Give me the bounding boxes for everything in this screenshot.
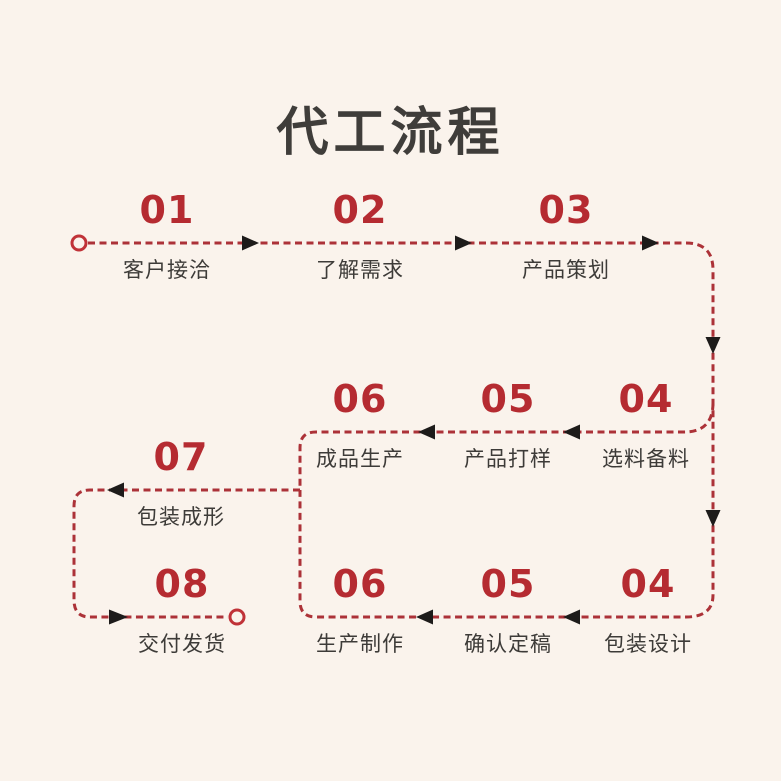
step-number: 05: [480, 377, 536, 421]
arrow-left-icon: [416, 609, 433, 625]
arrow-left-icon: [563, 424, 580, 440]
step-label: 了解需求: [316, 258, 404, 282]
page-title: 代工流程: [276, 103, 505, 163]
step-number: 01: [139, 188, 195, 232]
connector-finish-path: [72, 488, 300, 619]
step-number: 04: [620, 562, 676, 606]
step-number: 03: [538, 188, 594, 232]
step-label: 包装设计: [604, 632, 692, 656]
step-label: 包装成形: [137, 505, 225, 529]
step-number: 06: [332, 377, 388, 421]
step-number: 04: [618, 377, 674, 421]
step-number: 06: [332, 562, 388, 606]
arrow-down-icon: [705, 337, 721, 354]
step-label: 产品打样: [464, 447, 552, 471]
step-number: 07: [153, 435, 209, 479]
arrow-right-icon: [242, 235, 259, 251]
step-label: 成品生产: [316, 447, 404, 471]
step-label: 选料备料: [602, 447, 690, 471]
arrow-down-icon: [705, 510, 721, 527]
arrow-left-icon: [107, 482, 124, 498]
step-label: 确认定稿: [464, 632, 552, 656]
step-label: 交付发货: [138, 632, 226, 656]
end-circle-icon: [228, 608, 246, 626]
step-number: 08: [154, 562, 210, 606]
start-circle-icon: [70, 234, 88, 252]
step-number: 05: [480, 562, 536, 606]
step-number: 02: [332, 188, 388, 232]
arrow-left-icon: [418, 424, 435, 440]
arrow-right-icon: [455, 235, 472, 251]
connector-track-a-path: [298, 402, 715, 490]
step-label: 生产制作: [316, 632, 404, 656]
connector-main-path: [88, 241, 715, 619]
step-label: 产品策划: [522, 258, 610, 282]
arrow-left-icon: [563, 609, 580, 625]
step-label: 客户接洽: [123, 258, 211, 282]
arrow-right-icon: [109, 609, 128, 625]
arrow-right-icon: [642, 235, 659, 251]
